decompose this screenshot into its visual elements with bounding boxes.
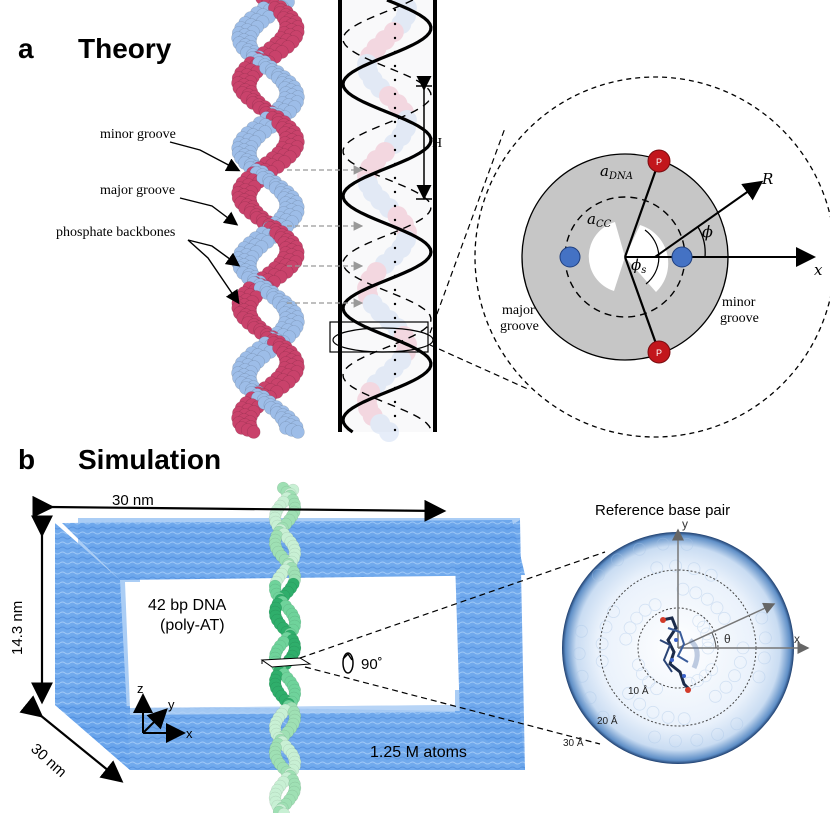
dna-label-line2: (poly-AT) (160, 617, 225, 634)
ref-y-label: y (682, 517, 688, 531)
label-R: R (761, 170, 773, 188)
label-major-groove: major groove (100, 183, 175, 198)
axis-z-label: z (137, 681, 144, 696)
reference-disk: Reference base pair y x (562, 502, 810, 764)
phosphate-bottom-label: P (656, 348, 662, 358)
pitch-label: H (432, 136, 442, 151)
rotation-indicator: 90˚ (342, 652, 383, 674)
atomistic-dna-helix (231, 0, 305, 439)
phosphate-top-label: P (656, 157, 662, 167)
label-a-cc: aCC (587, 210, 612, 230)
depth-arrow (19, 695, 124, 783)
zoom-lines-b (299, 551, 606, 745)
ref-10A-label: 10 Å (628, 684, 649, 697)
box-width-label: 30 nm (112, 492, 154, 509)
minor-center-dot (671, 246, 693, 268)
box-height-label: 14.3 nm (9, 601, 26, 655)
ref-20A-label: 20 Å (597, 714, 618, 727)
simulated-dna-helix (268, 481, 302, 813)
panel-b: b Simulation 30 nm 14.3 (9, 444, 810, 813)
panel-b-title: Simulation (78, 444, 221, 475)
atom-count-label: 1.25 M atoms (370, 744, 467, 761)
dna-label-line1: 42 bp DNA (148, 597, 227, 614)
ref-30A-label: 30 Å (563, 736, 584, 749)
major-center-dot (559, 246, 581, 268)
label-major-groove-l2: groove (500, 319, 539, 334)
label-minor-groove-l1: minor (722, 295, 756, 310)
label-minor-groove: minor groove (100, 127, 176, 142)
panel-b-letter: b (18, 444, 35, 475)
panel-a-letter: a (18, 33, 34, 64)
axes-triad: z y x (133, 681, 193, 743)
schematic-helix (329, 0, 437, 442)
width-arrow (32, 495, 447, 522)
box-depth-label: 30 nm (27, 740, 69, 781)
label-major-groove-l1: major (502, 303, 535, 318)
ref-x-label: x (794, 632, 800, 646)
ref-theta-label: θ (724, 632, 731, 646)
axis-x-label: x (186, 726, 193, 741)
label-phosphate-backbones: phosphate backbones (56, 225, 175, 240)
reference-title: Reference base pair (595, 502, 730, 519)
label-phi-s: ϕs (631, 256, 646, 276)
outer-radius-circle (474, 76, 830, 438)
phosphate-bottom (647, 340, 671, 364)
zoom-lines-a (429, 127, 531, 391)
panel-a: a Theory H minor (18, 0, 830, 442)
label-a-dna: aDNA (600, 162, 633, 182)
base-pair-model (659, 616, 700, 693)
label-minor-groove-l2: groove (720, 311, 759, 326)
reference-slab (260, 657, 312, 668)
rotation-label: 90˚ (361, 656, 383, 673)
label-x-axis: x (814, 261, 823, 279)
mapping-arrows (287, 165, 364, 308)
panel-a-title: Theory (78, 33, 172, 64)
label-pointers (169, 141, 241, 305)
pitch-indicator: H (416, 76, 442, 200)
phosphate-top (647, 149, 671, 173)
axis-y-label: y (168, 697, 175, 712)
label-phi: ϕ (702, 222, 713, 241)
cross-section-diagram: P P aDNA aCC ϕs ϕ R x major groove minor… (474, 76, 830, 438)
